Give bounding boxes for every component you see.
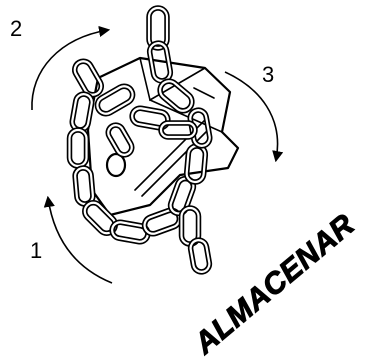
- step-number-3: 3: [262, 62, 274, 87]
- chain-link: [72, 58, 105, 98]
- chain-link: [71, 93, 93, 131]
- chain-link: [74, 167, 93, 204]
- step-number-1: 1: [30, 238, 42, 263]
- chain-link: [70, 130, 87, 166]
- step-number-2: 2: [10, 16, 22, 41]
- stamp-label: ALMACENAR: [188, 208, 362, 361]
- chain-link: [189, 239, 210, 273]
